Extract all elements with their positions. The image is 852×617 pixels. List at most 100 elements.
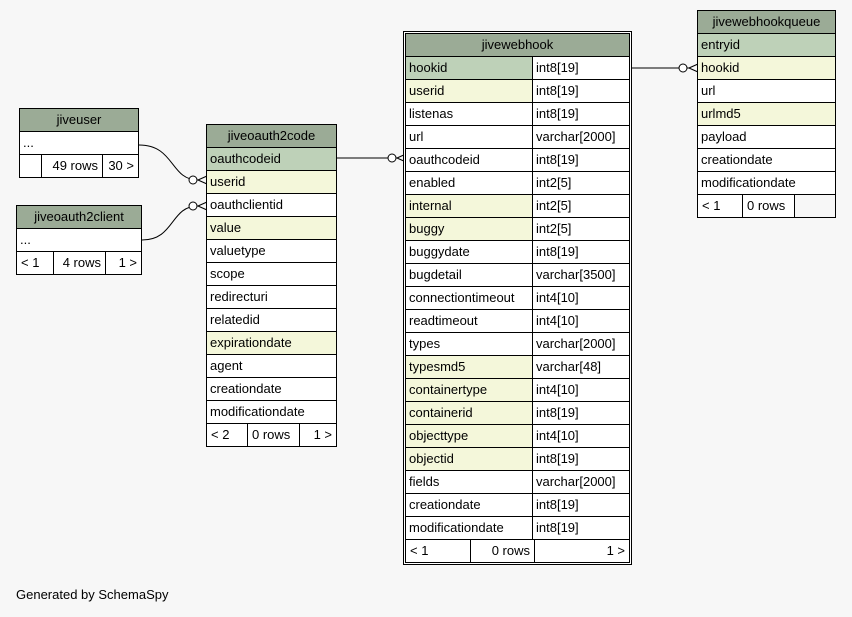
table-footer: < 1 4 rows 1 > <box>17 252 141 274</box>
column-name: hookid <box>406 57 532 79</box>
table-row: valuetype <box>207 240 336 263</box>
column-name: oauthcodeid <box>207 148 336 170</box>
column-type: int8[19] <box>532 494 629 516</box>
footer-rows: 49 rows <box>41 155 102 177</box>
table-row: connectiontimeout int4[10] <box>406 287 629 310</box>
table-row: ... <box>17 229 141 252</box>
column-name: relatedid <box>210 312 260 327</box>
column-type: int8[19] <box>532 57 629 79</box>
column-type: varchar[2000] <box>532 126 629 148</box>
column-type: int2[5] <box>532 172 629 194</box>
column-name: types <box>409 336 441 351</box>
table-row: agent <box>207 355 336 378</box>
column-name: enabled <box>409 175 456 190</box>
footer-rows: 0 rows <box>470 540 534 562</box>
column-type: int4[10] <box>532 379 629 401</box>
column-type: int8[19] <box>532 103 629 125</box>
column-name: creationdate <box>409 497 481 512</box>
column-type: int4[10] <box>532 425 629 447</box>
table-row: modificationdate <box>207 401 336 423</box>
column-name: redirecturi <box>210 289 268 304</box>
link-jiveuser-userid <box>138 144 199 181</box>
column-type: int2[5] <box>532 195 629 217</box>
generated-by-label: Generated by SchemaSpy <box>16 587 169 602</box>
column-name: hookid <box>698 57 835 79</box>
column-name: listenas <box>409 106 454 121</box>
footer-parents: < 1 <box>21 255 40 270</box>
column-name: fields <box>409 474 440 489</box>
column-name: userid <box>406 80 532 102</box>
table-row: payload <box>698 126 835 149</box>
column-name: containertype <box>406 379 532 401</box>
column-name: oauthclientid <box>210 197 283 212</box>
footer-rows: 0 rows <box>247 424 299 446</box>
column-type: int8[19] <box>532 517 629 539</box>
column-name: ... <box>23 135 34 150</box>
table-row: creationdate <box>207 378 336 401</box>
column-name: containerid <box>406 402 532 424</box>
table-row: hookid <box>698 57 835 80</box>
footer-parents: < 2 <box>211 427 230 442</box>
column-type: int8[19] <box>532 241 629 263</box>
table-jiveuser[interactable]: jiveuser ... 49 rows 30 > <box>19 108 139 178</box>
footer-rows: 4 rows <box>53 252 105 274</box>
table-footer: < 2 0 rows 1 > <box>207 423 336 446</box>
table-row: ... <box>20 132 138 155</box>
footer-children: 30 > <box>102 155 138 177</box>
table-row: oauthcodeid int8[19] <box>406 149 629 172</box>
column-name: ... <box>20 232 31 247</box>
column-name: urlmd5 <box>698 103 835 125</box>
table-footer: < 1 0 rows 1 > <box>406 539 629 562</box>
column-name: agent <box>210 358 243 373</box>
table-footer: < 1 0 rows <box>698 194 835 217</box>
table-footer: 49 rows 30 > <box>20 155 138 177</box>
footer-rows: 0 rows <box>742 195 794 217</box>
column-name: objecttype <box>406 425 532 447</box>
column-type: int4[10] <box>532 287 629 309</box>
table-title: jiveoauth2client <box>17 206 141 229</box>
column-name: connectiontimeout <box>409 290 515 305</box>
link-client-oauthclientid <box>141 205 199 241</box>
column-name: userid <box>207 171 336 193</box>
column-type: int4[10] <box>532 310 629 332</box>
footer-parents: < 1 <box>410 543 429 558</box>
table-row: redirecturi <box>207 286 336 309</box>
link-end-circle <box>387 153 397 163</box>
crowfoot-icon <box>197 201 208 211</box>
crowfoot-icon <box>688 63 699 73</box>
table-row: modificationdate <box>698 172 835 194</box>
column-type: varchar[48] <box>532 356 629 378</box>
table-row: creationdate <box>698 149 835 172</box>
table-row: enabled int2[5] <box>406 172 629 195</box>
column-name: payload <box>701 129 747 144</box>
column-name: internal <box>406 195 532 217</box>
column-type: int8[19] <box>532 149 629 171</box>
table-jiveoauth2client[interactable]: jiveoauth2client ... < 1 4 rows 1 > <box>16 205 142 275</box>
table-row: expirationdate <box>207 332 336 355</box>
column-name: bugdetail <box>409 267 462 282</box>
column-name: valuetype <box>210 243 266 258</box>
table-title: jivewebhook <box>406 34 629 57</box>
column-name: oauthcodeid <box>409 152 480 167</box>
column-name: creationdate <box>701 152 773 167</box>
